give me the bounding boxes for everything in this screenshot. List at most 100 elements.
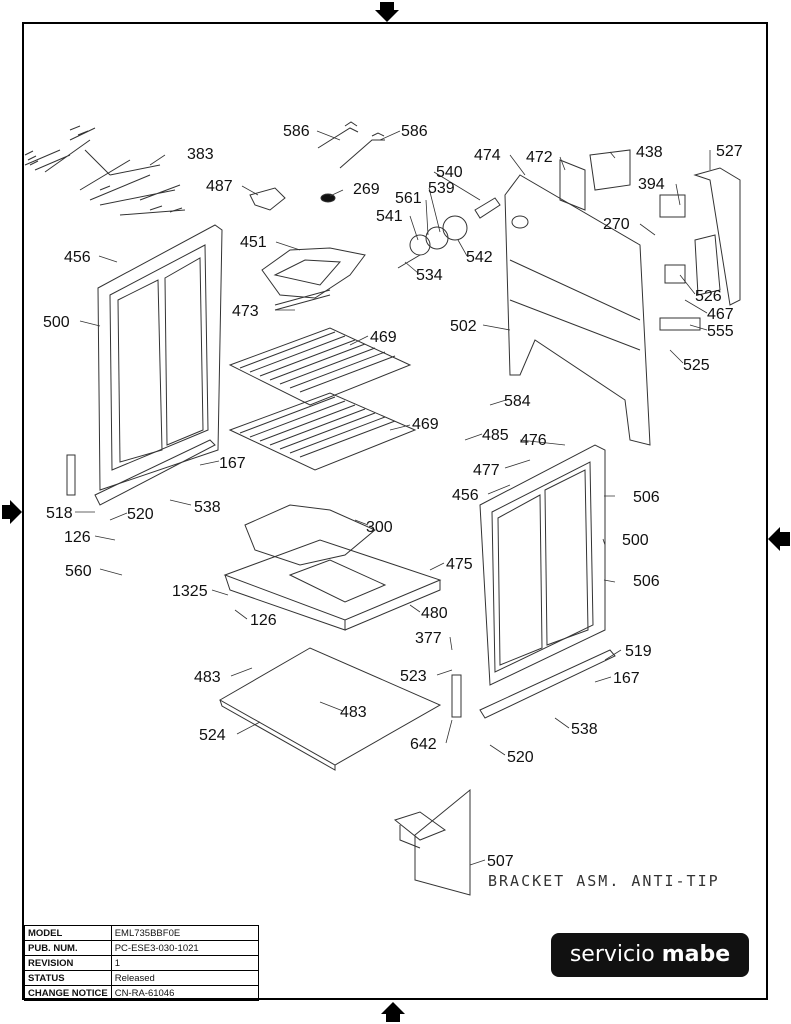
gasket-542: [442, 215, 468, 241]
top-arrow-marker: [375, 2, 399, 22]
callout-383: 383: [187, 146, 214, 163]
broil-element-451: [261, 247, 366, 299]
bar-473: [274, 289, 331, 311]
callout-519: 519: [625, 643, 652, 660]
callout-523: 523: [400, 668, 427, 685]
hinge-518: [66, 454, 76, 496]
info-value: Released: [110, 970, 259, 986]
bottom-arrow-marker: [381, 1002, 405, 1022]
callout-584: 584: [504, 393, 531, 410]
info-key: MODEL: [24, 925, 112, 941]
element-586-right: [339, 132, 385, 169]
oven-rack-upper: [228, 327, 412, 406]
switch-525: [659, 317, 701, 331]
shaft-534: [397, 254, 421, 269]
callout-480: 480: [421, 605, 448, 622]
callout-475: 475: [446, 556, 473, 573]
callout-476: 476: [520, 432, 547, 449]
right-arrow-marker: [768, 527, 790, 551]
bracket-label: BRACKET ASM. ANTI-TIP: [488, 872, 720, 890]
info-value: 1: [110, 955, 259, 971]
callout-506-lower: 506: [633, 573, 660, 590]
callout-167-left: 167: [219, 455, 246, 472]
module-394: [659, 194, 686, 218]
bottom-cover-524: [218, 647, 442, 771]
callout-500-right: 500: [622, 532, 649, 549]
callout-642: 642: [410, 736, 437, 753]
callout-506-upper: 506: [633, 489, 660, 506]
callout-469-upper: 469: [370, 329, 397, 346]
callout-394: 394: [638, 176, 665, 193]
callout-586-right: 586: [401, 123, 428, 140]
bake-element-300: [244, 504, 376, 566]
callout-270: 270: [603, 216, 630, 233]
callout-167-right: 167: [613, 670, 640, 687]
callout-472: 472: [526, 149, 553, 166]
callout-524: 524: [199, 727, 226, 744]
callout-526: 526: [695, 288, 722, 305]
info-value: CN-RA-61046: [110, 985, 259, 1001]
callout-456-left: 456: [64, 249, 91, 266]
callout-541: 541: [376, 208, 403, 225]
callout-487: 487: [206, 178, 233, 195]
callout-456-right: 456: [452, 487, 479, 504]
callout-126-right: 126: [250, 612, 277, 629]
bracket-472: [559, 159, 586, 211]
callout-539: 539: [428, 180, 455, 197]
anti-tip-bracket: [393, 788, 471, 896]
callout-518: 518: [46, 505, 73, 522]
callout-507: 507: [487, 853, 514, 870]
callout-538-left: 538: [194, 499, 221, 516]
callout-520-right: 520: [507, 749, 534, 766]
brand-light: servicio: [569, 942, 655, 967]
brand-logo: servicio mabe: [551, 933, 749, 977]
knob-269: [320, 193, 336, 203]
switch-487: [249, 187, 286, 211]
callout-126-left: 126: [64, 529, 91, 546]
left-arrow-marker: [2, 500, 22, 524]
brand-bold: mabe: [661, 942, 731, 967]
callout-555: 555: [707, 323, 734, 340]
right-side-panel: [479, 444, 606, 686]
callout-483-right: 483: [340, 704, 367, 721]
hinge-642: [451, 674, 462, 718]
bottom-rail-518: [94, 439, 216, 506]
info-key: STATUS: [24, 970, 112, 986]
left-side-panel: [97, 224, 223, 491]
callout-451: 451: [240, 234, 267, 251]
callout-540: 540: [436, 164, 463, 181]
callout-502: 502: [450, 318, 477, 335]
callout-477: 477: [473, 462, 500, 479]
callout-520-left: 520: [127, 506, 154, 523]
callout-473: 473: [232, 303, 259, 320]
callout-300: 300: [366, 519, 393, 536]
info-value: EML735BBF0E: [110, 925, 259, 941]
ring-539: [425, 226, 449, 250]
callout-438: 438: [636, 144, 663, 161]
callout-534: 534: [416, 267, 443, 284]
callout-467: 467: [707, 306, 734, 323]
callout-377: 377: [415, 630, 442, 647]
oven-bottom-480: [223, 539, 442, 631]
callout-561: 561: [395, 190, 422, 207]
callout-586-left: 586: [283, 123, 310, 140]
info-key: PUB. NUM.: [24, 940, 112, 956]
callout-1325: 1325: [172, 583, 208, 600]
info-value: PC-ESE3-030-1021: [110, 940, 259, 956]
callout-269: 269: [353, 181, 380, 198]
info-key: CHANGE NOTICE: [24, 985, 112, 1001]
wiring-harness: [24, 125, 186, 216]
info-row: PUB. NUM.PC-ESE3-030-1021: [24, 940, 259, 956]
bottom-rail-519: [479, 649, 616, 719]
callout-469-lower: 469: [412, 416, 439, 433]
callout-542: 542: [466, 249, 493, 266]
panel-526: [694, 234, 721, 296]
terminal-526: [664, 264, 686, 284]
element-586-left: [317, 121, 359, 149]
